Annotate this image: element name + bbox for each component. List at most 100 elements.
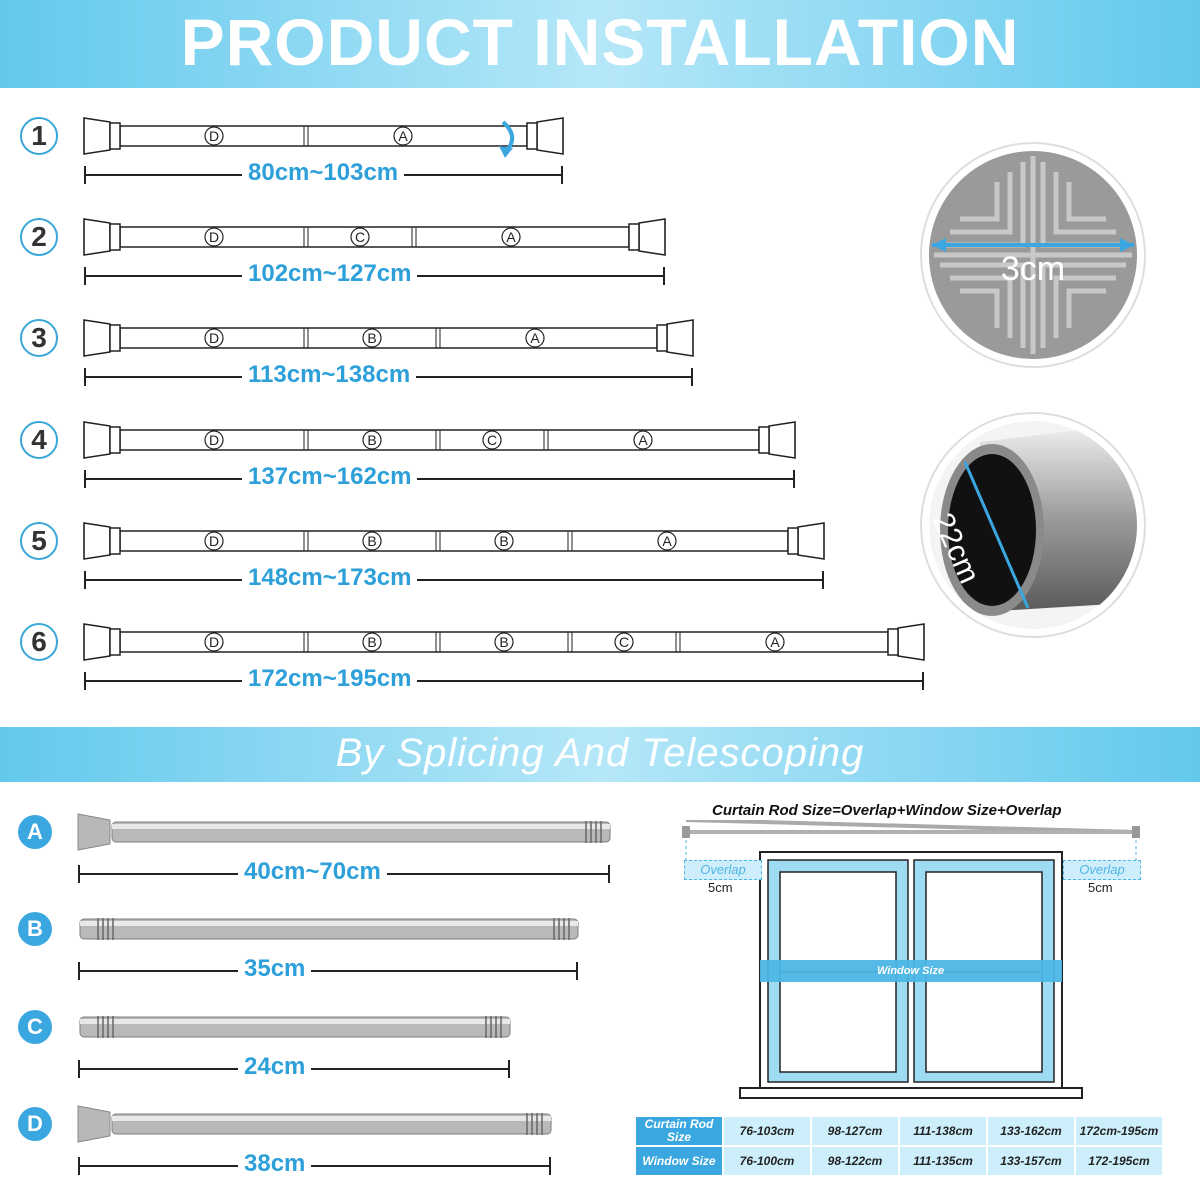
window-size-label: Window Size [877, 965, 945, 977]
step-number: 4 [20, 421, 58, 459]
table-cell: 76-103cm [724, 1117, 810, 1145]
measure-tick [84, 470, 86, 488]
overlap-right-size: 5cm [1088, 880, 1113, 895]
length-measure: 35cm [78, 955, 578, 983]
measure-tick [78, 1060, 80, 1078]
part-label: A [18, 815, 52, 849]
measure-tick [663, 267, 665, 285]
svg-text:B: B [367, 533, 376, 549]
segment-joint [543, 430, 549, 450]
measure-tick [691, 368, 693, 386]
segment-label: A [633, 430, 653, 450]
measure-tick [78, 865, 80, 883]
step-number: 6 [20, 623, 58, 661]
part-label: D [18, 1107, 52, 1141]
measure-tick [508, 1060, 510, 1078]
length-measure: 148cm~173cm [84, 564, 824, 592]
overlap-left-size: 5cm [708, 880, 733, 895]
segment-label: C [350, 227, 370, 247]
measure-tick [84, 571, 86, 589]
end-cap-icon [920, 142, 1146, 368]
end-cap [83, 319, 121, 357]
svg-text:A: A [530, 330, 540, 346]
rod-size-header: Curtain Rod Size [636, 1117, 722, 1145]
part-label: B [18, 912, 52, 946]
length-range: 102cm~127cm [242, 260, 418, 288]
window-diagram [682, 820, 1140, 1099]
tube-detail: 22cm [920, 412, 1146, 638]
overlap-right-tag: Overlap [1063, 860, 1141, 880]
segment-joint [303, 531, 309, 551]
window-size-header: Window Size [636, 1147, 722, 1175]
measure-line [84, 680, 924, 682]
segment-label: C [482, 430, 502, 450]
svg-text:C: C [619, 634, 629, 650]
end-cap [628, 218, 666, 256]
part-rod [77, 813, 611, 851]
svg-text:A: A [638, 432, 648, 448]
step-number: 1 [20, 117, 58, 155]
tube-end-icon [920, 412, 1146, 638]
segment-label: D [204, 126, 224, 146]
length-range: 137cm~162cm [242, 463, 418, 491]
end-cap [787, 522, 825, 560]
measure-line [84, 579, 824, 581]
svg-text:A: A [770, 634, 780, 650]
segment-joint [303, 632, 309, 652]
segment-label: D [204, 227, 224, 247]
svg-text:A: A [506, 229, 516, 245]
segment-label: B [362, 632, 382, 652]
size-formula: Curtain Rod Size=Overlap+Window Size+Ove… [712, 802, 1062, 819]
measure-tick [608, 865, 610, 883]
segment-joint [567, 632, 573, 652]
title-banner: PRODUCT INSTALLATION [0, 0, 1200, 88]
segment-label: C [614, 632, 634, 652]
measure-tick [793, 470, 795, 488]
length-measure: 38cm [78, 1150, 551, 1178]
section-title: By Splicing And Telescoping [335, 731, 865, 775]
table-cell: 133-157cm [988, 1147, 1074, 1175]
segment-label: D [204, 430, 224, 450]
size-table: Curtain Rod Size 76-103cm 98-127cm 111-1… [634, 1115, 1164, 1177]
end-cap [83, 522, 121, 560]
measure-tick [84, 267, 86, 285]
svg-text:D: D [209, 128, 219, 144]
end-cap [83, 218, 121, 256]
length-range: 113cm~138cm [242, 361, 417, 389]
segment-joint [435, 430, 441, 450]
end-cap [83, 421, 121, 459]
measure-tick [822, 571, 824, 589]
step-number: 3 [20, 319, 58, 357]
svg-text:B: B [499, 533, 508, 549]
measure-tick [84, 166, 86, 184]
svg-text:B: B [367, 432, 376, 448]
length-measure: 137cm~162cm [84, 463, 795, 491]
segment-label: D [204, 531, 224, 551]
overlap-left-tag: Overlap [684, 860, 762, 880]
segment-label: B [362, 430, 382, 450]
measure-tick [576, 962, 578, 980]
length-range: 172cm~195cm [242, 665, 418, 693]
rod-size-header-line1: Curtain Rod [644, 1117, 714, 1131]
step-number: 2 [20, 218, 58, 256]
table-cell: 111-138cm [900, 1117, 986, 1145]
length-range: 148cm~173cm [242, 564, 418, 592]
svg-text:B: B [499, 634, 508, 650]
segment-joint [435, 531, 441, 551]
end-cap [526, 117, 564, 155]
measure-tick [922, 672, 924, 690]
table-cell: 111-135cm [900, 1147, 986, 1175]
table-cell: 98-122cm [812, 1147, 898, 1175]
end-cap-size: 3cm [1000, 250, 1066, 288]
measure-tick [549, 1157, 551, 1175]
table-cell: 133-162cm [988, 1117, 1074, 1145]
measure-tick [84, 368, 86, 386]
end-cap [887, 623, 925, 661]
measure-tick [78, 1157, 80, 1175]
end-cap [83, 623, 121, 661]
